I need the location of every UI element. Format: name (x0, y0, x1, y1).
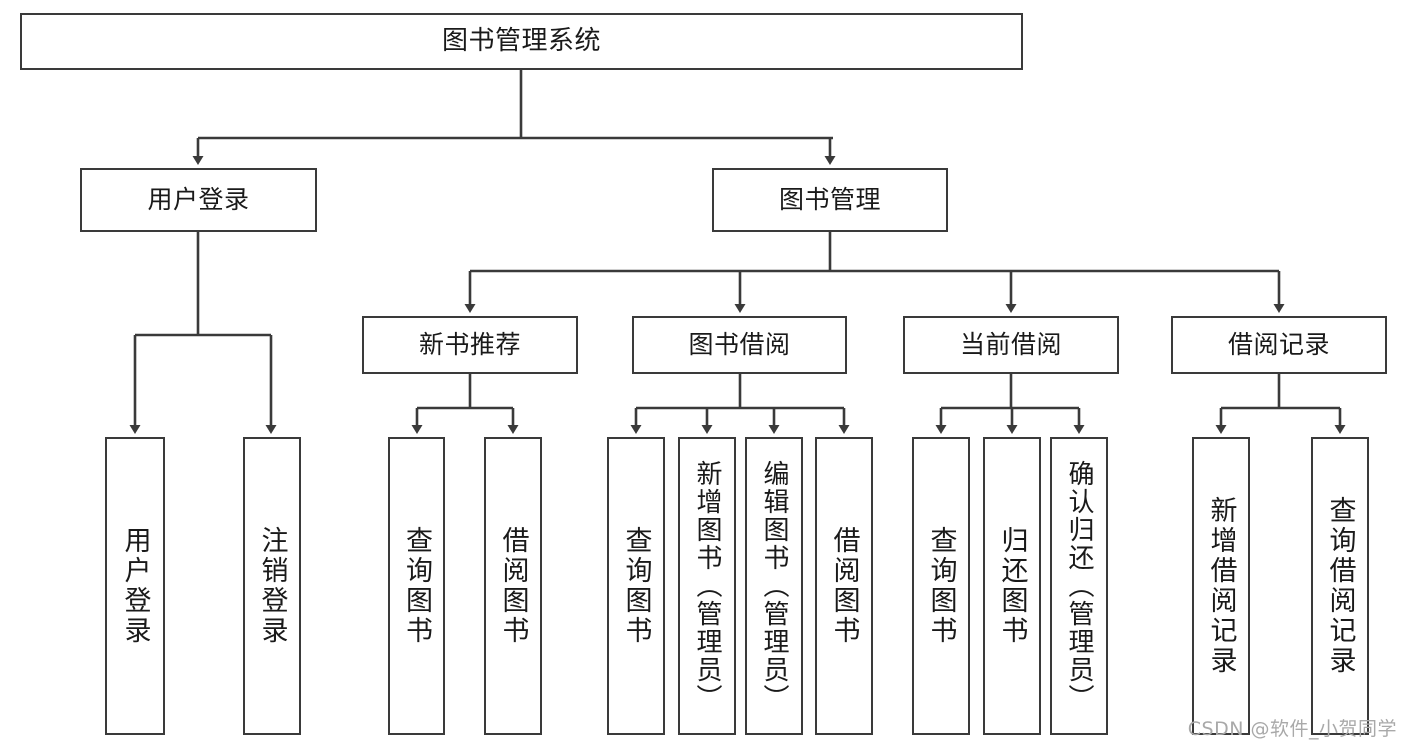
node-label: 注销登录 (256, 526, 288, 646)
node-label: 新书推荐 (418, 330, 521, 360)
node-label: 查询借阅记录 (1324, 496, 1356, 676)
node-book-management-system[interactable]: 图书管理系统 (20, 13, 1023, 70)
node-label: 图书管理系统 (441, 26, 601, 57)
node-label: 查询图书 (401, 526, 432, 646)
node-label: 归还图书 (996, 526, 1028, 646)
node-new-book-recommend[interactable]: 新书推荐 (362, 316, 578, 374)
leaf-query-book-borrow[interactable]: 查询图书 (607, 437, 665, 735)
node-label: 用户登录 (147, 185, 250, 215)
node-label: 查询图书 (620, 526, 652, 646)
node-label: 确认归还（管理员） (1064, 460, 1094, 712)
leaf-query-book-current[interactable]: 查询图书 (912, 437, 970, 735)
node-label: 新增图书（管理员） (692, 460, 722, 712)
node-book-management[interactable]: 图书管理 (712, 168, 948, 232)
node-book-borrow[interactable]: 图书借阅 (632, 316, 847, 374)
leaf-add-borrow-record[interactable]: 新增借阅记录 (1192, 437, 1250, 735)
node-label: 借阅图书 (497, 526, 529, 646)
node-label: 查询图书 (925, 526, 957, 646)
leaf-logout-login[interactable]: 注销登录 (243, 437, 301, 735)
leaf-add-book-admin[interactable]: 新增图书（管理员） (678, 437, 736, 735)
node-current-borrow[interactable]: 当前借阅 (903, 316, 1119, 374)
node-label: 新增借阅记录 (1205, 496, 1237, 676)
node-borrow-record[interactable]: 借阅记录 (1171, 316, 1387, 374)
leaf-borrow-book-recommend[interactable]: 借阅图书 (484, 437, 542, 735)
node-label: 编辑图书（管理员） (759, 460, 789, 712)
leaf-query-book-recommend[interactable]: 查询图书 (388, 437, 445, 735)
csdn-watermark: CSDN @软件_小贺同学 (1187, 718, 1397, 740)
leaf-edit-book-admin[interactable]: 编辑图书（管理员） (745, 437, 803, 735)
node-label: 借阅记录 (1227, 330, 1330, 360)
node-label: 图书借阅 (688, 330, 791, 360)
node-label: 图书管理 (778, 185, 881, 215)
leaf-borrow-book[interactable]: 借阅图书 (815, 437, 873, 735)
leaf-query-borrow-record[interactable]: 查询借阅记录 (1311, 437, 1369, 735)
node-user-login[interactable]: 用户登录 (80, 168, 317, 232)
node-label: 借阅图书 (828, 526, 860, 646)
leaf-return-book[interactable]: 归还图书 (983, 437, 1041, 735)
leaf-user-login[interactable]: 用户登录 (105, 437, 165, 735)
leaf-confirm-return-admin[interactable]: 确认归还（管理员） (1050, 437, 1108, 735)
node-label: 当前借阅 (959, 330, 1062, 360)
node-label: 用户登录 (119, 526, 151, 646)
